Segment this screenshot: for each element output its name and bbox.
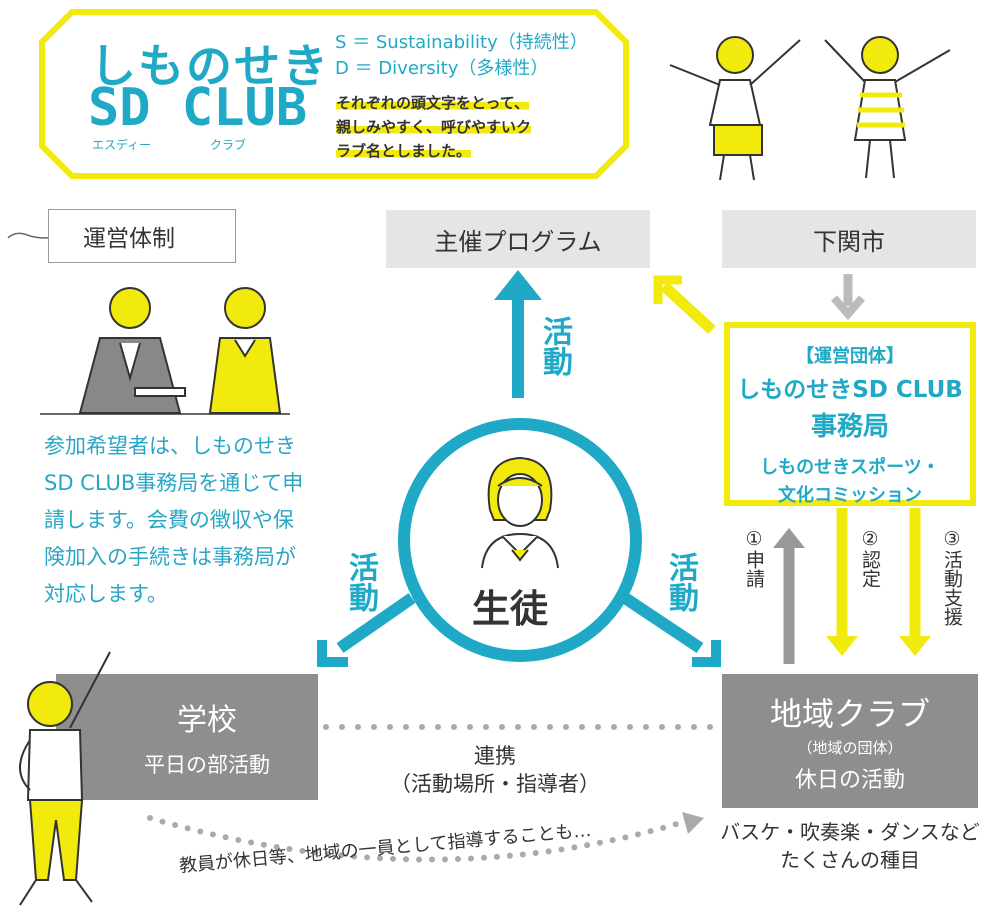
cooperation-detail: （活動場所・指導者） xyxy=(390,772,600,796)
student-icon xyxy=(481,456,559,569)
structure-heading-tag: 運営体制 xyxy=(48,209,236,263)
staff-illustration xyxy=(40,287,290,415)
cooperation-title: 連携 xyxy=(474,744,516,768)
step-support-label: ③活動支援 xyxy=(941,528,963,626)
program-box: 主催プログラム xyxy=(386,210,650,268)
arrow-to-club xyxy=(621,593,704,653)
step-approve-label: ②認定 xyxy=(859,528,881,588)
logo-definition-d: D ＝ Diversity（多様性） xyxy=(335,58,549,79)
local-club-sub: 休日の活動 xyxy=(794,767,905,793)
teacher-dots xyxy=(147,815,693,863)
activity-label-top: 活動 xyxy=(537,316,572,376)
step-apply-label: ①申請 xyxy=(743,528,765,588)
city-box: 下関市 xyxy=(722,210,976,268)
program-label: 主催プログラム xyxy=(434,227,602,256)
school-sub: 平日の部活動 xyxy=(144,753,270,777)
local-club-box: 地域クラブ （地域の団体） 休日の活動 xyxy=(722,674,978,808)
org-name-line2: 事務局 xyxy=(810,412,889,442)
arrow-org-to-program xyxy=(660,281,716,335)
arrow-to-school xyxy=(336,593,416,653)
student-label: 生徒 xyxy=(472,587,549,631)
logo-ruby-right: クラブ xyxy=(210,138,247,152)
school-box: 学校 平日の部活動 xyxy=(56,674,318,800)
org-box: 【運営団体】 しものせきSD CLUB 事務局 しものせきスポーツ・ 文化コミッ… xyxy=(724,322,976,506)
structure-description: 参加希望者は、しものせきSD CLUB事務局を通じて申請します。会費の徴収や保険… xyxy=(44,434,304,606)
city-label: 下関市 xyxy=(813,227,885,256)
logo-title: しものせき xyxy=(90,39,330,93)
org-tag: 【運営団体】 xyxy=(796,346,904,367)
logo-note-line3: ラブ名としました。 xyxy=(336,142,472,160)
logo-club: SD CLUB xyxy=(88,78,308,138)
activity-label-left: 活動 xyxy=(343,552,378,612)
org-name-line1: しものせきSD CLUB xyxy=(737,377,963,403)
jumping-kids-illustration xyxy=(669,36,951,181)
cooperation-label: 連携 （活動場所・指導者） xyxy=(380,742,610,798)
org-sub-line1: しものせきスポーツ・ xyxy=(760,457,940,478)
logo-note-line2: 親しみやすく、呼びやすいク xyxy=(336,118,532,136)
logo-note-line1: それぞれの頭文字をとって、 xyxy=(336,94,530,112)
local-club-paren: （地域の団体） xyxy=(797,738,903,757)
logo-ruby-left: エスディー xyxy=(92,138,152,152)
logo-definition-s: S ＝ Sustainability（持続性） xyxy=(335,32,588,53)
structure-heading: 運営体制 xyxy=(83,226,175,252)
org-sub-line2: 文化コミッション xyxy=(778,485,922,506)
club-genres: バスケ・吹奏楽・ダンスなどたくさんの種目 xyxy=(720,820,980,872)
local-club-title: 地域クラブ xyxy=(769,694,930,733)
school-title: 学校 xyxy=(177,703,237,738)
activity-label-right: 活動 xyxy=(663,552,698,612)
pointing-boy-illustration xyxy=(19,651,111,906)
